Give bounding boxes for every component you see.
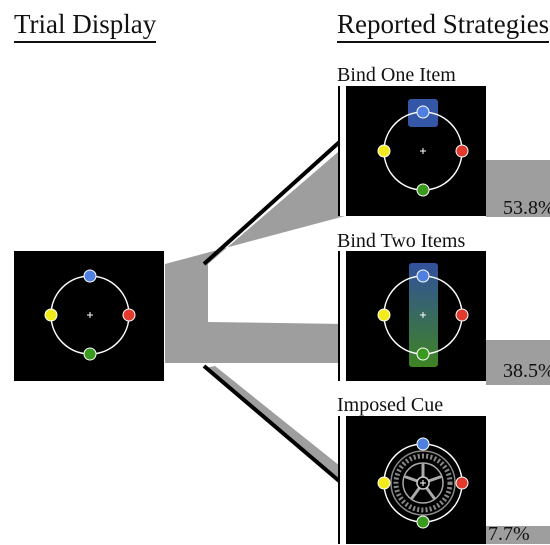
percent-bind-one: 53.8% (503, 197, 550, 219)
strategy-label-bind-one: Bind One Item (337, 64, 456, 86)
flow-edge-top (202, 135, 347, 266)
red-dot (455, 476, 469, 490)
red-dot (122, 308, 136, 322)
red-dot (455, 144, 469, 158)
flow-edge-bottom (202, 364, 347, 488)
blue-dot (416, 105, 430, 119)
strategy-label-imposed-cue: Imposed Cue (337, 394, 444, 416)
green-dot (416, 183, 430, 197)
trial-display-panel (14, 251, 164, 381)
flow-bands (165, 135, 347, 488)
bind-one-item-panel (338, 86, 486, 216)
green-dot (416, 515, 430, 529)
yellow-dot (377, 144, 391, 158)
blue-dot (416, 437, 430, 451)
blue-dot (416, 269, 430, 283)
percent-imposed-cue: 7.7% (488, 523, 530, 545)
outflow-bar-bind-one (486, 160, 550, 217)
percent-bind-two: 38.5% (503, 360, 550, 382)
flow-band-bind-two (165, 322, 345, 363)
imposed-cue-panel (338, 416, 486, 544)
reported-strategies-heading: Reported Strategies (337, 10, 550, 43)
red-dot (455, 308, 469, 322)
yellow-dot (377, 476, 391, 490)
flow-band-source (165, 264, 208, 363)
trial-display-heading: Trial Display (14, 10, 157, 43)
yellow-dot (377, 308, 391, 322)
flow-band-bind-one (165, 146, 345, 264)
outflow-bar-bind-two (486, 340, 550, 385)
blue-dot (83, 269, 97, 283)
green-dot (416, 347, 430, 361)
strategy-label-bind-two: Bind Two Items (337, 230, 466, 252)
green-dot (83, 347, 97, 361)
bind-two-items-panel (338, 251, 486, 381)
outflow-bar-imposed-cue (486, 526, 550, 544)
yellow-dot (44, 308, 58, 322)
wheel-cue-icon (390, 450, 456, 516)
